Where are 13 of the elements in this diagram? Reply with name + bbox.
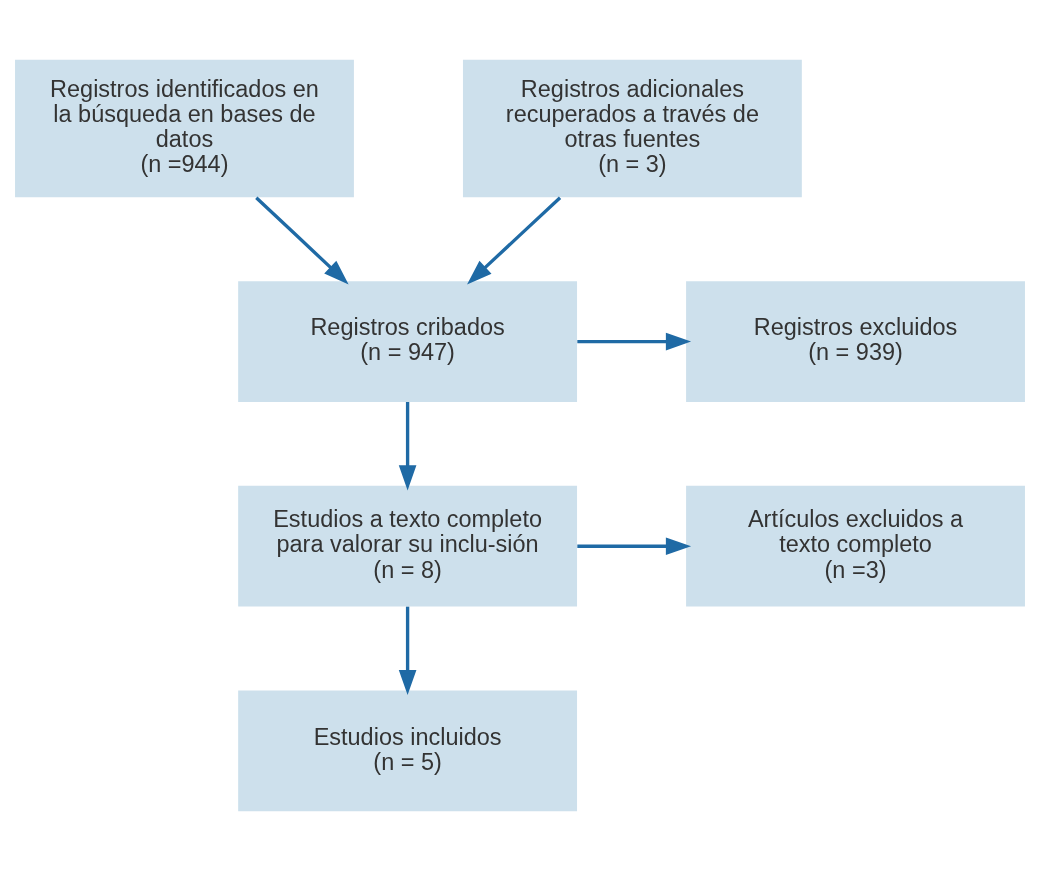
node-box: Estudios a texto completo para valorar su inclu-sión (n = 8) [238,485,578,607]
node-box: Registros identificados en la búsqueda en bases de datos (n =944) [15,59,354,197]
arrow [398,401,417,490]
arrow [577,332,692,350]
arrow [467,195,562,284]
node-box: Estudios incluidos (n = 5) [238,690,578,811]
node-box: Registros excluidos (n = 939) [686,280,1025,402]
node-box: Registros cribados (n = 947) [238,280,578,402]
node-box: Registros adicionales recuperados a través de otras fuentes (n = 3) [462,59,802,197]
arrow [398,606,417,695]
node-box: Artículos excluidos a texto completo (n =3) [686,485,1025,607]
arrow [255,195,349,284]
arrow [577,536,692,555]
